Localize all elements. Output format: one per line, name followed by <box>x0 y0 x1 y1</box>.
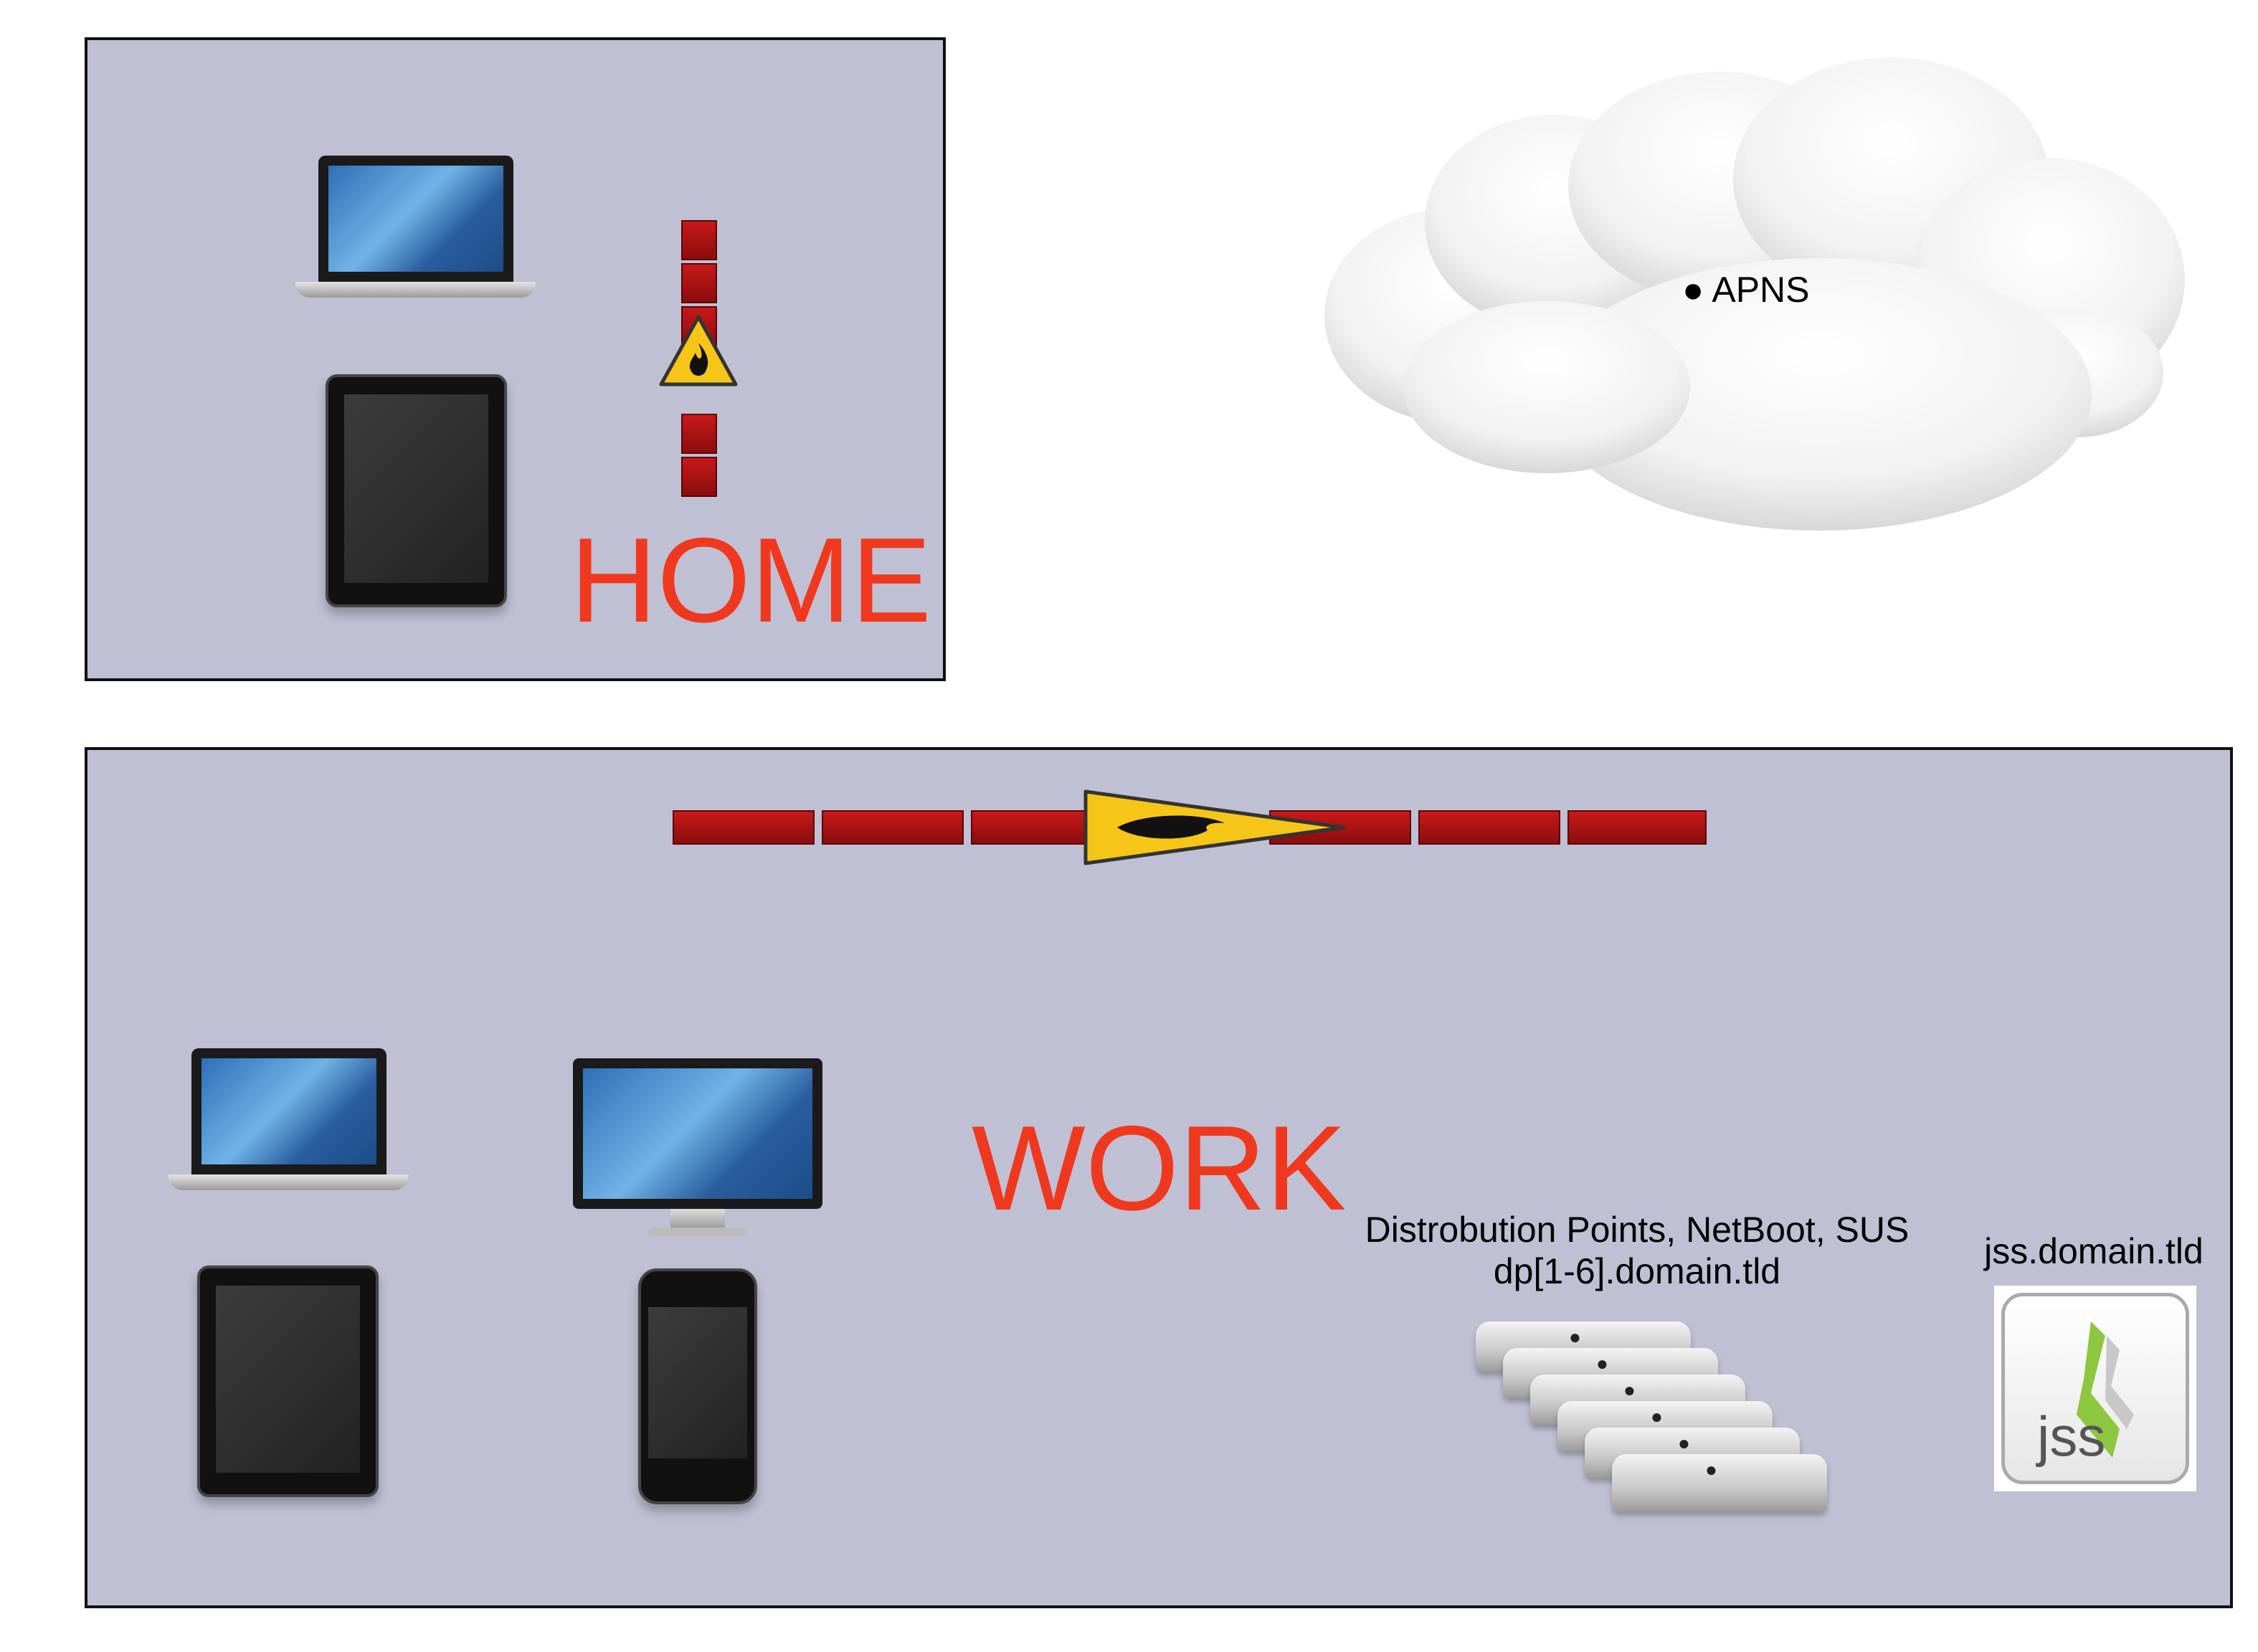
work-label: WORK <box>972 1101 1347 1235</box>
home-label: HOME <box>570 513 931 647</box>
work-iphone-icon <box>638 1268 757 1504</box>
home-zone <box>85 37 946 681</box>
home-ipad-icon <box>326 374 507 607</box>
apple-logo-icon: ● <box>1682 270 1704 310</box>
fire-warning-icon <box>1083 789 1346 865</box>
apns-cloud-icon <box>1324 57 2185 531</box>
jss-logo-icon: jss <box>1994 1286 2196 1491</box>
work-ipad-icon <box>197 1266 379 1497</box>
apns-label: ● APNS <box>1682 270 1810 310</box>
distribution-points-label: Distrobution Points, NetBoot, SUS dp[1-6… <box>1365 1210 1910 1291</box>
jss-hostname-label: jss.domain.tld <box>1984 1231 2204 1271</box>
work-zone <box>85 747 2233 1608</box>
fire-warning-icon <box>659 315 738 386</box>
